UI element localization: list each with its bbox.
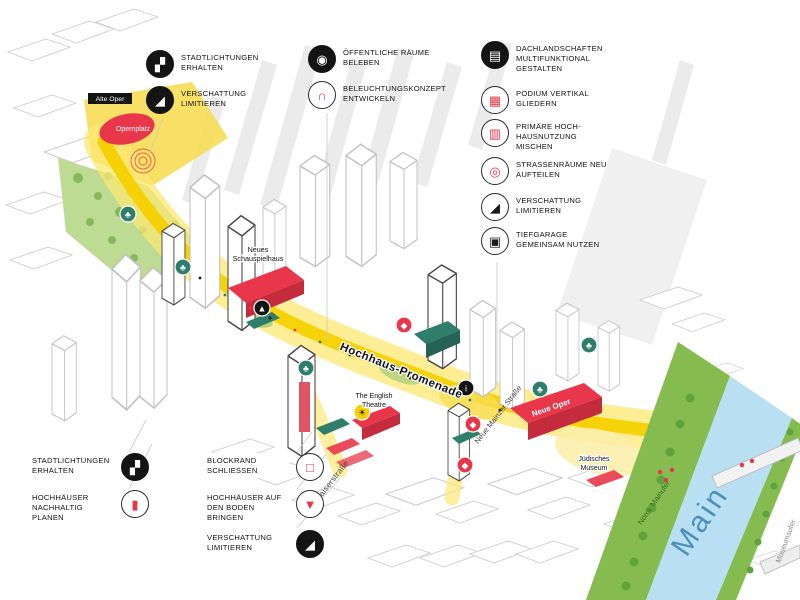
legend-item-beleuchtungskonzept: ∩ BELEUCHTUNGSKONZEPT ENTWICKELN [308,81,446,109]
svg-text:The English: The English [356,393,393,400]
city-clearing-icon: ▞ [121,453,149,481]
legend-label: BLOCKRAND SCHLIESSEN [203,453,289,479]
mixed-use-icon: ▥ [481,119,509,147]
legend-item-hochhausnutzung: ▥ PRIMÄRE HOCH-HAUSNUTZUNG MISCHEN [481,119,612,152]
svg-text:◆: ◆ [462,461,469,471]
legend-label: VERSCHATTUNG LIMITIEREN [203,530,289,556]
svg-text:♣: ♣ [537,385,543,395]
legend-label: PODIUM VERTIKAL GLIEDERN [516,89,589,109]
sustainable-tower-icon: ▮ [121,490,149,518]
svg-text:♣: ♣ [586,341,592,351]
opernplatz-label: Opernplatz [116,126,151,133]
public-space-icon: ◉ [308,45,336,73]
street-space-icon: ◎ [481,157,509,185]
marker-badge-icon: ▲ [253,299,271,317]
legend-label: DACHLANDSCHAFTEN MULTIFUNKTIONAL GESTALT… [516,44,603,74]
svg-text:i: i [465,384,467,394]
tree-badge-icon: ♣ [297,359,315,377]
legend-item-dachlandschaften: ▤ DACHLANDSCHAFTEN MULTIFUNKTIONAL GESTA… [481,41,612,74]
tree-badge-icon: ♣ [580,336,598,354]
svg-text:▲: ▲ [258,304,267,314]
legend-item-strassenraeume: ◎ STRASSENRÄUME NEU AUFTEILEN [481,157,612,185]
legend-label: STADTLICHTUNGEN ERHALTEN [181,53,259,73]
legend-item-oeffentliche-raeume: ◉ ÖFFENTLICHE RÄUME BELEBEN [308,45,439,73]
shading-icon: ◢ [481,193,509,221]
juedisches-museum-label: Jüdisches Museum [577,455,611,474]
shading-icon: ◢ [146,86,174,114]
svg-text:Museum: Museum [581,465,608,472]
main-river [586,342,800,600]
street-badge-icon: ◆ [395,316,413,334]
street-badge-icon: ◆ [456,456,474,474]
tree-badge-icon: ♣ [119,205,137,223]
svg-text:♣: ♣ [180,263,186,273]
svg-text:♣: ♣ [303,364,309,374]
info-badge-icon: i [457,379,475,397]
svg-text:◆: ◆ [401,321,408,331]
legend-label: ÖFFENTLICHE RÄUME BELEBEN [343,48,430,68]
legend-label: VERSCHATTUNG LIMITIEREN [516,196,582,216]
svg-text:Theatre: Theatre [362,402,386,409]
legend-item-verschattung: ◢ VERSCHATTUNG LIMITIEREN [146,86,277,114]
legend-item-blockrand: BLOCKRAND SCHLIESSEN □ [203,453,324,481]
shading-icon: ◢ [296,530,324,558]
block-edge-icon: □ [296,453,324,481]
legend-label: STRASSENRÄUME NEU AUFTEILEN [516,160,607,180]
alte-oper-label: Alte Oper [88,93,132,104]
podium-icon: ▦ [481,86,509,114]
legend-item-stadtlichtungen-unten: STADTLICHTUNGEN ERHALTEN ▞ [28,453,149,481]
legend-label: VERSCHATTUNG LIMITIEREN [181,89,247,109]
svg-text:☀: ☀ [358,408,366,418]
map-badges: ♣ ♣ ▲ ♣ ◆ ☀ i ◆ [119,205,598,474]
legend-label: HOCHHÄUSER NACHHALTIG PLANEN [28,490,114,526]
legend-item-verschattung-rechts: ◢ VERSCHATTUNG LIMITIEREN [481,193,612,221]
lighting-badge-icon: ☀ [353,403,371,421]
legend-label: BELEUCHTUNGSKONZEPT ENTWICKELN [343,84,446,104]
svg-text:♣: ♣ [125,210,131,220]
svg-text:Alte Oper: Alte Oper [96,96,125,103]
roofscape-icon: ▤ [481,41,509,69]
legend-label: HOCHHÄUSER AUF DEN BODEN BRINGEN [203,490,289,526]
legend-item-tiefgarage: ▣ TIEFGARAGE GEMEINSAM NUTZEN [481,227,612,255]
svg-text:◆: ◆ [470,420,477,430]
svg-text:Jüdisches: Jüdisches [578,456,610,463]
city-clearing-icon: ▞ [146,50,174,78]
garage-icon: ▣ [481,227,509,255]
legend-item-nachhaltig-planen: HOCHHÄUSER NACHHALTIG PLANEN ▮ [28,490,149,526]
tree-badge-icon: ♣ [174,258,192,276]
lighting-icon: ∩ [308,81,336,109]
street-badge-icon: ◆ [464,415,482,433]
svg-text:Schauspielhaus: Schauspielhaus [233,254,284,263]
legend-item-podium: ▦ PODIUM VERTIKAL GLIEDERN [481,86,612,114]
legend-label: PRIMÄRE HOCH-HAUSNUTZUNG MISCHEN [516,122,581,152]
tree-badge-icon: ♣ [531,380,549,398]
legend-label: STADTLICHTUNGEN ERHALTEN [28,453,114,479]
legend-label: TIEFGARAGE GEMEINSAM NUTZEN [516,230,600,250]
legend-item-boden-bringen: HOCHHÄUSER AUF DEN BODEN BRINGEN ▼ [203,490,324,526]
svg-text:Neues: Neues [248,245,269,254]
english-theatre-label: The English Theatre [354,392,394,411]
legend-item-stadtlichtungen: ▞ STADTLICHTUNGEN ERHALTEN [146,50,277,78]
tower-ground-icon: ▼ [296,490,324,518]
legend-item-verschattung-unten: VERSCHATTUNG LIMITIEREN ◢ [203,530,324,558]
neues-schauspielhaus-label: Neues Schauspielhaus [231,244,285,265]
